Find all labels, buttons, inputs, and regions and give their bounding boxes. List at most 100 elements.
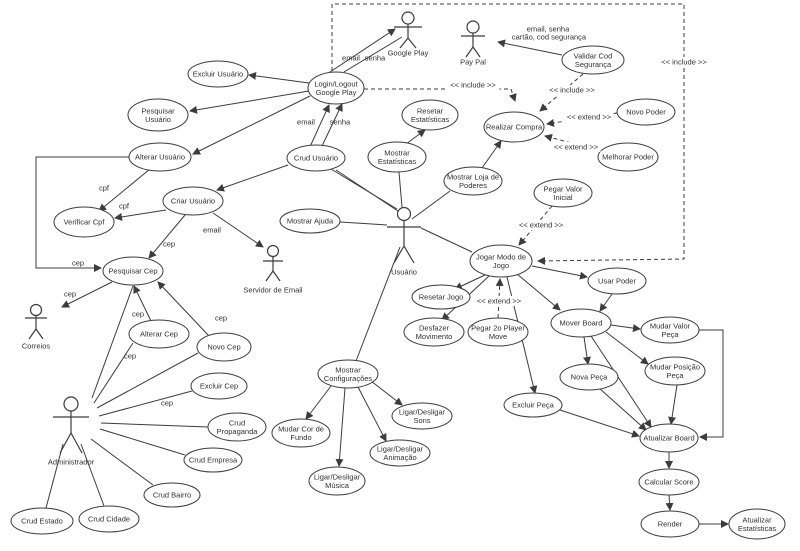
edge-include-login-to-realizar — [364, 88, 517, 102]
edge-admin-to-novo-cep — [96, 352, 199, 409]
usecase-label: Crud Cidade — [88, 515, 130, 524]
edge-pesquisar-cep-to-correios — [61, 281, 113, 308]
label-lbl-email-senha: email, senha — [527, 25, 570, 34]
edge-usuario-to-mostrar-loja — [411, 190, 451, 220]
label-lbl-cep-admin-2: cep — [161, 399, 173, 408]
label-lbl-cpf-alterar: cpf — [99, 184, 110, 193]
usecase-label: Nova Peça — [571, 373, 609, 382]
label-lbl-cep-admin-1: cep — [124, 352, 136, 361]
edge-config-to-mudar-cor — [305, 385, 332, 420]
usecase-atualizar-board[interactable]: Atualizar Board — [639, 423, 699, 453]
usecase-alterar-usuario[interactable]: Alterar Usuário — [128, 142, 192, 172]
usecase-usar-poder[interactable]: Usar Poder — [587, 267, 647, 295]
label-lbl-email-criar: email — [203, 226, 221, 235]
label-lbl-cep-criar: cep — [163, 240, 175, 249]
label-lbl-extend-pegar-2o: << extend >> — [477, 297, 522, 306]
usecase-excluir-cep[interactable]: Excluir Cep — [190, 372, 248, 400]
actor-label: Administrador — [48, 458, 95, 467]
usecase-calcular-score[interactable]: Calcular Score — [638, 468, 700, 496]
usecase-crud-empresa[interactable]: Crud Empresa — [183, 447, 243, 473]
label-lbl-senha-login-gp: senha — [365, 54, 386, 63]
usecase-nova-peca[interactable]: Nova Peça — [559, 363, 619, 391]
edge-extend-pegar-valor-to-jogar — [518, 205, 553, 246]
usecase-realizar-compra[interactable]: Realizar Compra — [483, 111, 545, 143]
label-bg-lbl-include-login — [446, 80, 500, 90]
edge-config-to-sons — [370, 380, 403, 406]
edge-admin-to-crud-empresa — [99, 428, 186, 456]
edge-admin-to-alterar-cep — [93, 342, 134, 404]
usecase-label: Excluir Cep — [200, 382, 238, 391]
actor-servidor-de-email[interactable]: Servidor de Email — [243, 244, 303, 295]
usecase-crud-cidade[interactable]: Crud Cidade — [78, 505, 140, 533]
usecase-mostrar-ajuda[interactable]: Mostrar Ajuda — [279, 208, 341, 234]
usecase-resetar-jogo[interactable]: Resetar Jogo — [411, 284, 471, 310]
actor-correios[interactable]: Correios — [22, 303, 51, 351]
usecase-label: Realizar Compra — [486, 123, 543, 132]
usecase-alterar-cep[interactable]: Alterar Cep — [128, 319, 190, 349]
usecase-excluir-peca[interactable]: Excluir Peça — [503, 392, 563, 418]
usecase-pesquisar-cep[interactable]: Pesquisar Cep — [102, 256, 164, 286]
usecase-mover-board[interactable]: Mover Board — [550, 308, 612, 338]
usecase-excluir-usuario[interactable]: Excluir Usuário — [187, 60, 249, 88]
usecase-label: Calcular Score — [644, 478, 693, 487]
usecase-label: Crud Estado — [21, 517, 63, 526]
usecase-label: Excluir Usuário — [193, 70, 243, 79]
edge-alterar-cep-to-pesquisar-cep — [133, 285, 152, 322]
label-bg-lbl-extend-pegar-valor — [516, 220, 566, 230]
edge-admin-to-pesquisar-cep — [91, 285, 134, 399]
actor-administrador[interactable]: Administrador — [48, 396, 95, 467]
edge-login-to-google-play-email — [326, 28, 396, 75]
usecase-verificar-cpf[interactable]: Verificar Cpf — [53, 206, 115, 238]
usecase-novo-cep[interactable]: Novo Cep — [196, 332, 252, 362]
actor-usuario[interactable]: Usuário — [387, 206, 421, 277]
actor-google-play[interactable]: Google Play — [388, 11, 429, 58]
edge-crud-usuario-to-criar — [216, 164, 289, 192]
edge-login-to-alterar-usuario — [192, 95, 311, 155]
usecase-label: Excluir Peça — [512, 401, 555, 410]
usecase-label: Crud Bairro — [153, 491, 191, 500]
label-bg-lbl-include-border — [657, 57, 711, 67]
edge-crud-usuario-to-login-senha — [321, 103, 343, 147]
label-lbl-cep-loop: cep — [72, 259, 84, 268]
usecase-crud-bairro[interactable]: Crud Bairro — [143, 482, 201, 508]
usecase-crud-usuario[interactable]: Crud Usuário — [286, 144, 346, 172]
label-lbl-email-crud: email — [297, 118, 315, 127]
usecase-criar-usuario[interactable]: Criar Usuário — [162, 186, 224, 216]
edge-mudar-posicao-to-atualizar — [668, 384, 678, 425]
usecase-novo-poder[interactable]: Novo Poder — [616, 98, 676, 126]
usecase-crud-estado[interactable]: Crud Estado — [10, 507, 74, 535]
label-lbl-cartao-cod: cartão, cod segurança — [512, 33, 587, 42]
edge-usuario-to-crud-usuario — [330, 168, 398, 210]
actor-pay-pal[interactable]: Pay Pal — [460, 20, 486, 67]
actor-label: Usuário — [391, 268, 417, 277]
usecase-melhorar-poder[interactable]: Melhorar Poder — [597, 142, 659, 172]
usecase-render[interactable]: Render — [640, 510, 700, 538]
edge-jogar-to-resetar-jogo — [454, 274, 486, 290]
